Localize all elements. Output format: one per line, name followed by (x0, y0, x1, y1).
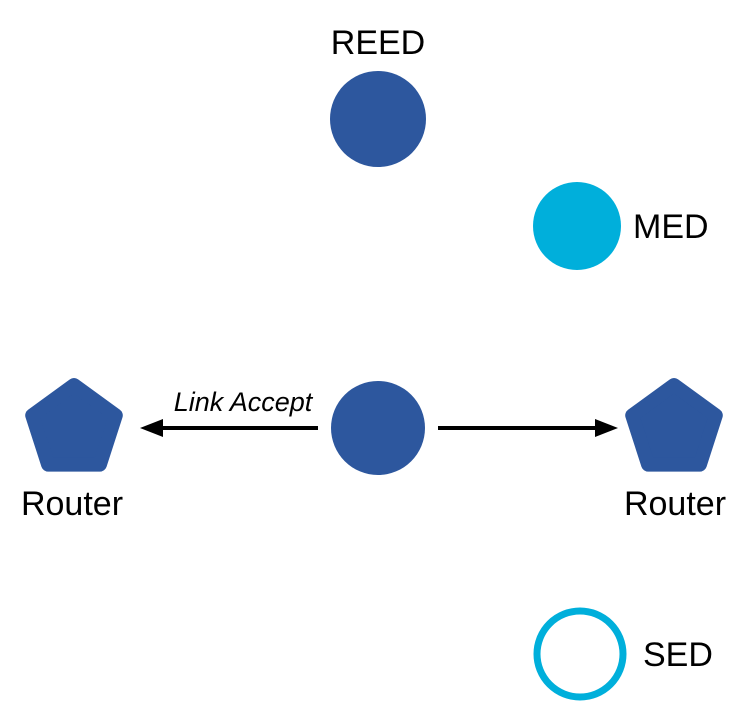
sed-node-circle (533, 607, 627, 701)
sed-node-label: SED (643, 636, 713, 674)
reed-node-circle (330, 71, 426, 167)
reed-node-label: REED (330, 24, 426, 62)
center-node-circle (331, 381, 425, 475)
router-right-pentagon (625, 378, 723, 472)
med-node-circle (533, 182, 621, 270)
edge-left-label: Link Accept (173, 387, 313, 417)
router-left-label: Router (20, 485, 124, 523)
med-node-label: MED (633, 208, 709, 246)
edge-left-arrowhead (140, 419, 163, 437)
router-left-pentagon (25, 378, 123, 472)
router-right-label: Router (623, 485, 727, 523)
edge-right-arrowhead (595, 419, 618, 437)
